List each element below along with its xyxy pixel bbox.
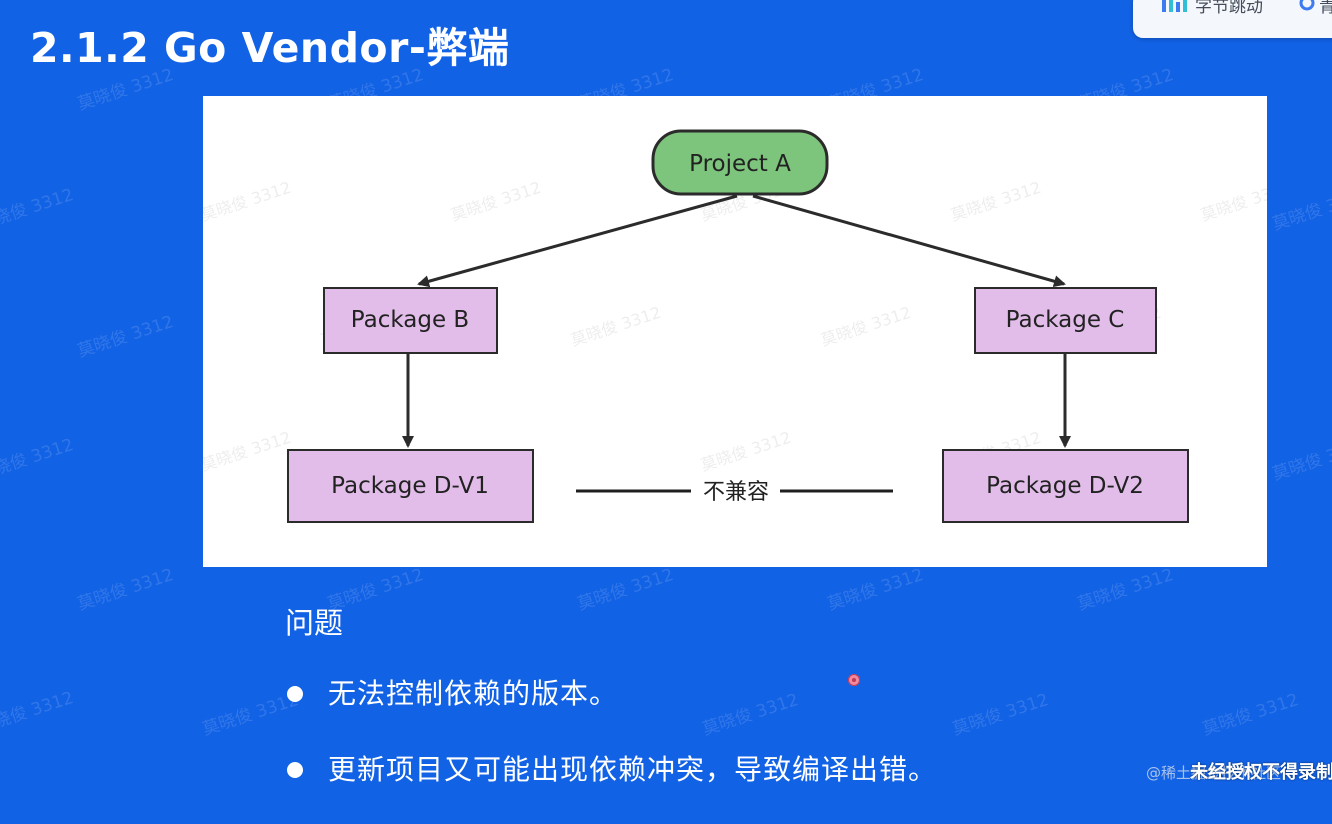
watermark: 莫晓俊 3312 xyxy=(1198,178,1267,225)
bullet-icon xyxy=(287,686,303,702)
problem-list: 无法控制依赖的版本。 更新项目又可能出现依赖冲突，导致编译出错。 xyxy=(287,672,937,824)
slide-title: 2.1.2 Go Vendor-弊端 xyxy=(30,24,510,72)
watermark: 莫晓俊 3312 xyxy=(0,184,77,235)
app-circle-icon xyxy=(1299,0,1315,11)
watermark: 莫晓俊 3312 xyxy=(1200,689,1302,740)
watermark: 莫晓俊 3312 xyxy=(0,434,77,485)
bullet-icon xyxy=(287,762,303,778)
watermark: 莫晓俊 3312 xyxy=(203,178,293,225)
watermark: 莫晓俊 3312 xyxy=(818,303,913,350)
package-d-v2-label: Package D-V2 xyxy=(986,473,1144,499)
watermark: 莫晓俊 3312 xyxy=(1075,564,1177,615)
watermark: 莫晓俊 3312 xyxy=(75,564,177,615)
edge-project-a-to-package-c xyxy=(752,194,1066,288)
brand-chip: 字节跳动 青 xyxy=(1133,0,1332,38)
dependency-diagram-svg: 莫晓俊 3312 莫晓俊 3312 莫晓俊 3312 莫晓俊 3312 莫晓俊 … xyxy=(203,129,1267,523)
copyright-note: 未经授权不得录制 xyxy=(1190,762,1332,783)
problem-heading: 问题 xyxy=(285,606,344,640)
watermark: 莫晓俊 3312 xyxy=(825,564,927,615)
problem-text: 更新项目又可能出现依赖冲突，导致编译出错。 xyxy=(328,753,938,786)
project-a-node xyxy=(651,129,829,196)
package-c-node xyxy=(974,287,1157,354)
watermark: 莫晓俊 3312 xyxy=(575,564,677,615)
watermark: 莫晓俊 3312 xyxy=(948,178,1043,225)
package-b-node xyxy=(323,287,498,354)
watermark: 莫晓俊 3312 xyxy=(1270,184,1332,235)
site-watermark: @稀土掘金技术社区 xyxy=(1146,764,1282,782)
watermark: 莫晓俊 3312 xyxy=(200,689,302,740)
bytedance-logo-icon xyxy=(1162,0,1187,12)
watermark: 莫晓俊 3312 xyxy=(203,428,293,475)
watermark: 莫晓俊 3312 xyxy=(698,428,793,475)
incompatible-label: 不兼容 xyxy=(703,480,769,505)
package-c-label: Package C xyxy=(1006,307,1125,333)
watermark: 莫晓俊 3312 xyxy=(950,689,1052,740)
watermark: 莫晓俊 3312 xyxy=(448,178,543,225)
laser-pointer-icon xyxy=(848,674,860,686)
problem-text: 无法控制依赖的版本。 xyxy=(328,677,619,710)
package-b-label: Package B xyxy=(351,307,469,333)
package-d-v1-node xyxy=(287,449,534,523)
watermark: 莫晓俊 3312 xyxy=(568,303,663,350)
package-d-v2-node xyxy=(942,449,1189,523)
watermark: 莫晓俊 3312 xyxy=(0,687,77,738)
package-d-v1-label: Package D-V1 xyxy=(331,473,489,499)
dependency-diagram: 莫晓俊 3312 莫晓俊 3312 莫晓俊 3312 莫晓俊 3312 莫晓俊 … xyxy=(203,96,1267,567)
watermark: 莫晓俊 3312 xyxy=(1270,434,1332,485)
list-item: 更新项目又可能出现依赖冲突，导致编译出错。 xyxy=(287,748,937,824)
edge-project-a-to-package-b xyxy=(417,194,738,288)
list-item: 无法控制依赖的版本。 xyxy=(287,672,937,748)
brand-extra: 青 xyxy=(1319,0,1332,17)
project-a-label: Project A xyxy=(689,151,791,177)
watermark: 莫晓俊 3312 xyxy=(75,311,177,362)
brand-name: 字节跳动 xyxy=(1195,0,1263,17)
